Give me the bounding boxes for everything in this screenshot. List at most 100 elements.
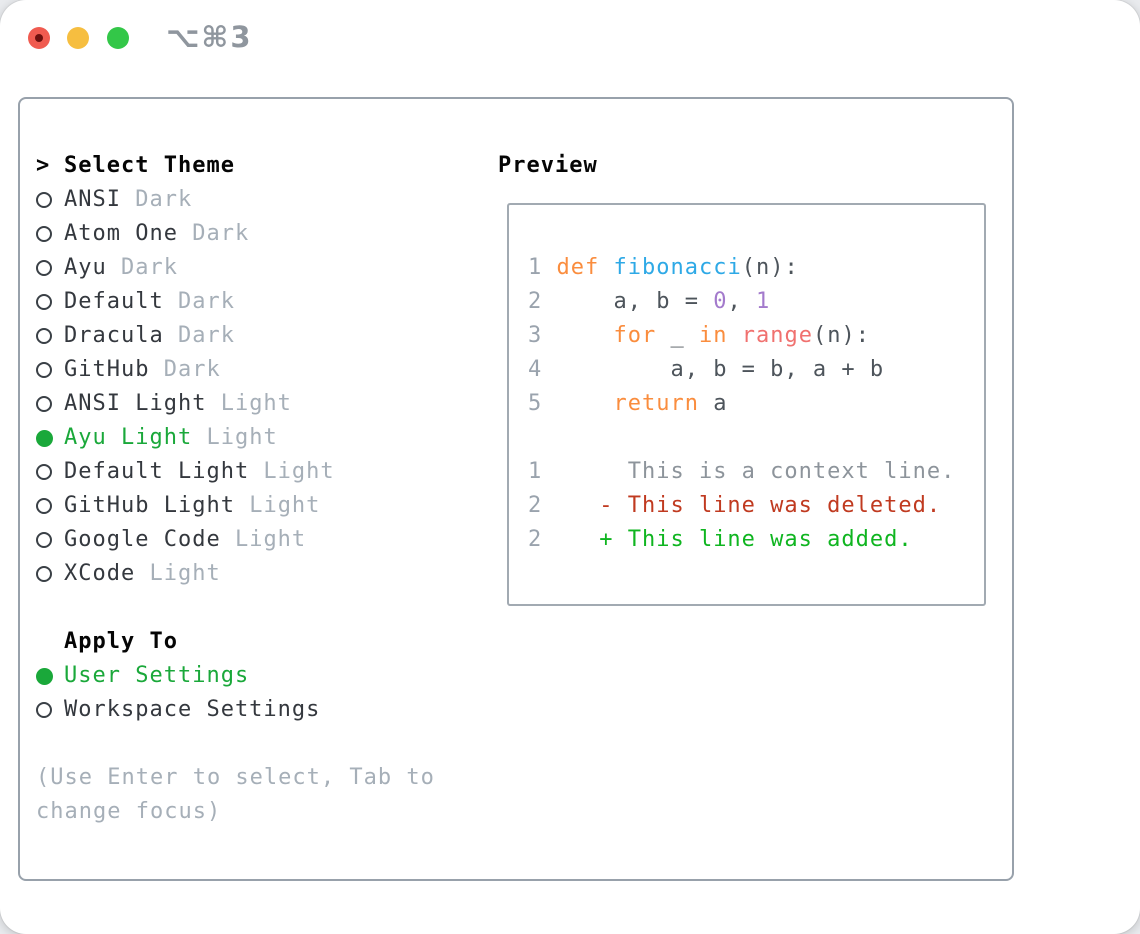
- theme-item[interactable]: XCode Light: [36, 557, 486, 591]
- theme-variant-label: Dark: [106, 255, 178, 280]
- apply-to-title: Apply To: [64, 629, 178, 654]
- title-bar: ⌥⌘3: [0, 0, 1140, 76]
- line-number: 2: [528, 289, 543, 314]
- apply-to-option[interactable]: User Settings: [36, 659, 486, 693]
- code-token-plain: ,: [727, 289, 756, 314]
- line-number: 3: [528, 323, 543, 348]
- line-number: 1: [528, 255, 543, 280]
- code-token-kw: in: [698, 323, 728, 348]
- theme-variant-label: Dark: [120, 187, 193, 212]
- theme-list-header-row: > Select Theme: [36, 149, 486, 183]
- radio-icon: [36, 498, 64, 514]
- code-token-kw: def: [556, 255, 600, 280]
- code-token-num: 1: [755, 289, 771, 314]
- theme-item[interactable]: Ayu Dark: [36, 251, 486, 285]
- radio-icon: [36, 464, 64, 480]
- code-token-add: + This line was added.: [542, 527, 913, 552]
- hint-text: (Use Enter to select, Tab to change focu…: [36, 765, 450, 824]
- code-token-plain: _: [656, 323, 699, 348]
- option-label: Workspace Settings: [64, 697, 321, 722]
- theme-item[interactable]: ANSI Light Light: [36, 387, 486, 421]
- theme-variant-label: Light: [192, 425, 278, 450]
- code-token-kw: return: [613, 391, 699, 416]
- option-label: ANSI Light: [64, 391, 207, 416]
- option-label: ANSI: [64, 187, 121, 212]
- code-token-call: range: [741, 323, 813, 348]
- radio-selected-icon: [36, 667, 64, 685]
- close-button[interactable]: [28, 27, 50, 49]
- code-line: 5 return a: [528, 387, 974, 421]
- code-line: 1 This is a context line.: [528, 455, 974, 489]
- code-token-plain: a: [698, 391, 728, 416]
- unsaved-dot-icon: [35, 34, 43, 42]
- theme-item[interactable]: Ayu Light Light: [36, 421, 486, 455]
- zoom-button[interactable]: [107, 27, 129, 49]
- radio-icon: [36, 566, 64, 582]
- code-line: 2 a, b = 0, 1: [528, 285, 974, 319]
- theme-item[interactable]: GitHub Light Light: [36, 489, 486, 523]
- code-token-fn: fibonacci: [613, 255, 742, 280]
- theme-variant-label: Light: [135, 561, 221, 586]
- line-number: 1: [528, 459, 543, 484]
- option-label: XCode: [64, 561, 136, 586]
- code-token-del: - This line was deleted.: [542, 493, 942, 518]
- theme-variant-label: Dark: [149, 357, 221, 382]
- theme-variant-label: Light: [249, 459, 335, 484]
- minimize-button[interactable]: [67, 27, 89, 49]
- code-token-plain: [542, 323, 613, 348]
- option-label: Default: [64, 289, 164, 314]
- theme-item[interactable]: Default Dark: [36, 285, 486, 319]
- radio-icon: [36, 192, 64, 208]
- theme-variant-label: Dark: [163, 323, 235, 348]
- code-token-plain: a, b = b, a + b: [542, 357, 885, 382]
- line-number: 4: [528, 357, 543, 382]
- apply-to-option[interactable]: Workspace Settings: [36, 693, 486, 727]
- code-line: 2 - This line was deleted.: [528, 489, 974, 523]
- radio-icon: [36, 362, 64, 378]
- code-token-plain: a, b =: [542, 289, 714, 314]
- code-line: [528, 421, 974, 455]
- code-token-plain: (n):: [812, 323, 870, 348]
- option-label: User Settings: [64, 663, 250, 688]
- code-token-plain: [542, 391, 613, 416]
- theme-item[interactable]: Default Light Light: [36, 455, 486, 489]
- theme-item[interactable]: ANSI Dark: [36, 183, 486, 217]
- code-token-plain: [599, 255, 613, 280]
- code-line: 1 def fibonacci(n):: [528, 251, 974, 285]
- radio-icon: [36, 532, 64, 548]
- option-label: Default Light: [64, 459, 250, 484]
- radio-icon: [36, 396, 64, 412]
- code-token-plain: [542, 255, 556, 280]
- line-number: 2: [528, 493, 543, 518]
- option-label: GitHub Light: [64, 493, 235, 518]
- theme-item[interactable]: Google Code Light: [36, 523, 486, 557]
- theme-item[interactable]: Dracula Dark: [36, 319, 486, 353]
- code-token-num: 0: [713, 289, 728, 314]
- option-label: GitHub: [64, 357, 150, 382]
- theme-variant-label: Dark: [163, 289, 235, 314]
- theme-item[interactable]: Atom One Dark: [36, 217, 486, 251]
- theme-list-title: Select Theme: [64, 153, 235, 178]
- theme-variant-label: Light: [220, 527, 307, 552]
- window-title-shortcut: ⌥⌘3: [166, 20, 253, 54]
- line-number: 2: [528, 527, 543, 552]
- code-token-plain: [727, 323, 741, 348]
- code-token-plain: (n):: [741, 255, 799, 280]
- radio-icon: [36, 260, 64, 276]
- radio-icon: [36, 328, 64, 344]
- theme-item[interactable]: GitHub Dark: [36, 353, 486, 387]
- code-line: 3 for _ in range(n):: [528, 319, 974, 353]
- option-label: Ayu Light: [64, 425, 193, 450]
- code-token-kw: for: [613, 323, 657, 348]
- option-label: Dracula: [64, 323, 164, 348]
- line-number: 5: [528, 391, 543, 416]
- option-label: Ayu: [64, 255, 107, 280]
- preview-title: Preview: [498, 153, 598, 178]
- theme-variant-label: Light: [234, 493, 321, 518]
- selection-cursor-icon: >: [36, 153, 51, 178]
